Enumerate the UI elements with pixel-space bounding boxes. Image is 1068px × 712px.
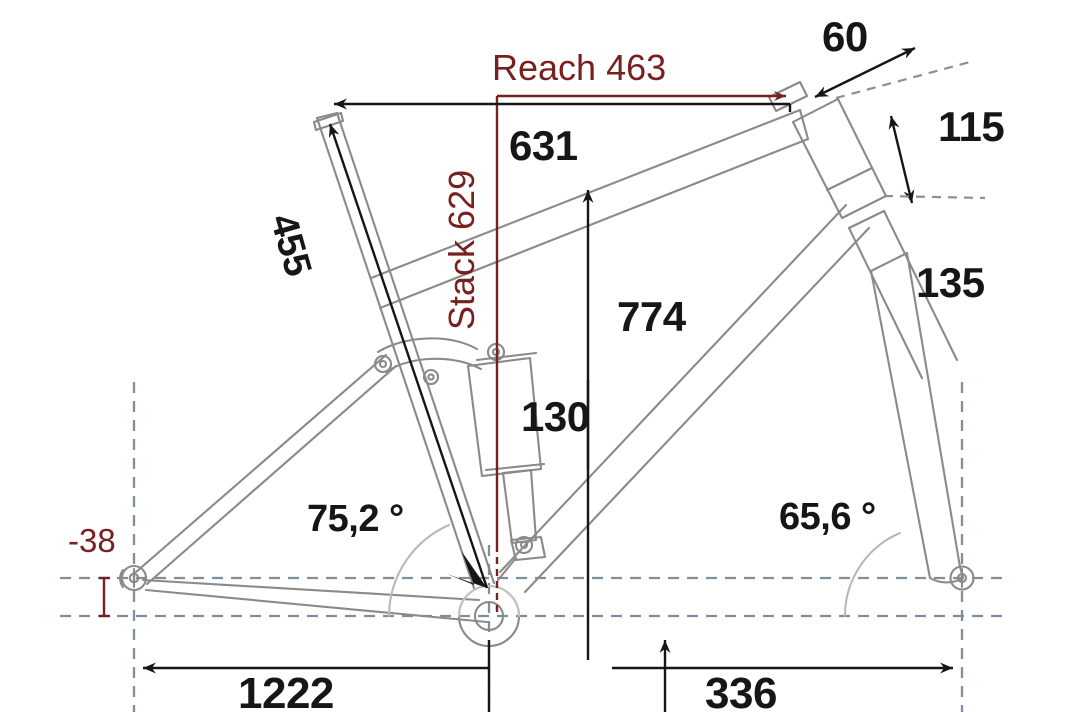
fork-length-label: 135 (916, 259, 985, 306)
red-dimension-lines (99, 91, 786, 618)
seat-tube-angle-label: 75,2 ° (307, 498, 404, 540)
head-tube-length-label: 115 (938, 103, 1005, 150)
bb-drop-label: -38 (68, 522, 116, 559)
stack-label: Stack 629 (441, 169, 482, 330)
seat-height-label: 774 (617, 293, 686, 340)
reach-label: Reach 463 (492, 47, 667, 88)
black-dimension-lines (143, 46, 986, 712)
rear-center-label: 336 (705, 669, 777, 712)
head-tube-angle-label: 65,6 ° (779, 496, 876, 538)
frame-tubes (119, 80, 975, 648)
shock-travel-label: 130 (521, 393, 590, 440)
top-tube-horizontal-label: 631 (509, 122, 578, 169)
front-center-label: 1222 (238, 669, 334, 712)
stem-length-label: 60 (822, 13, 868, 60)
